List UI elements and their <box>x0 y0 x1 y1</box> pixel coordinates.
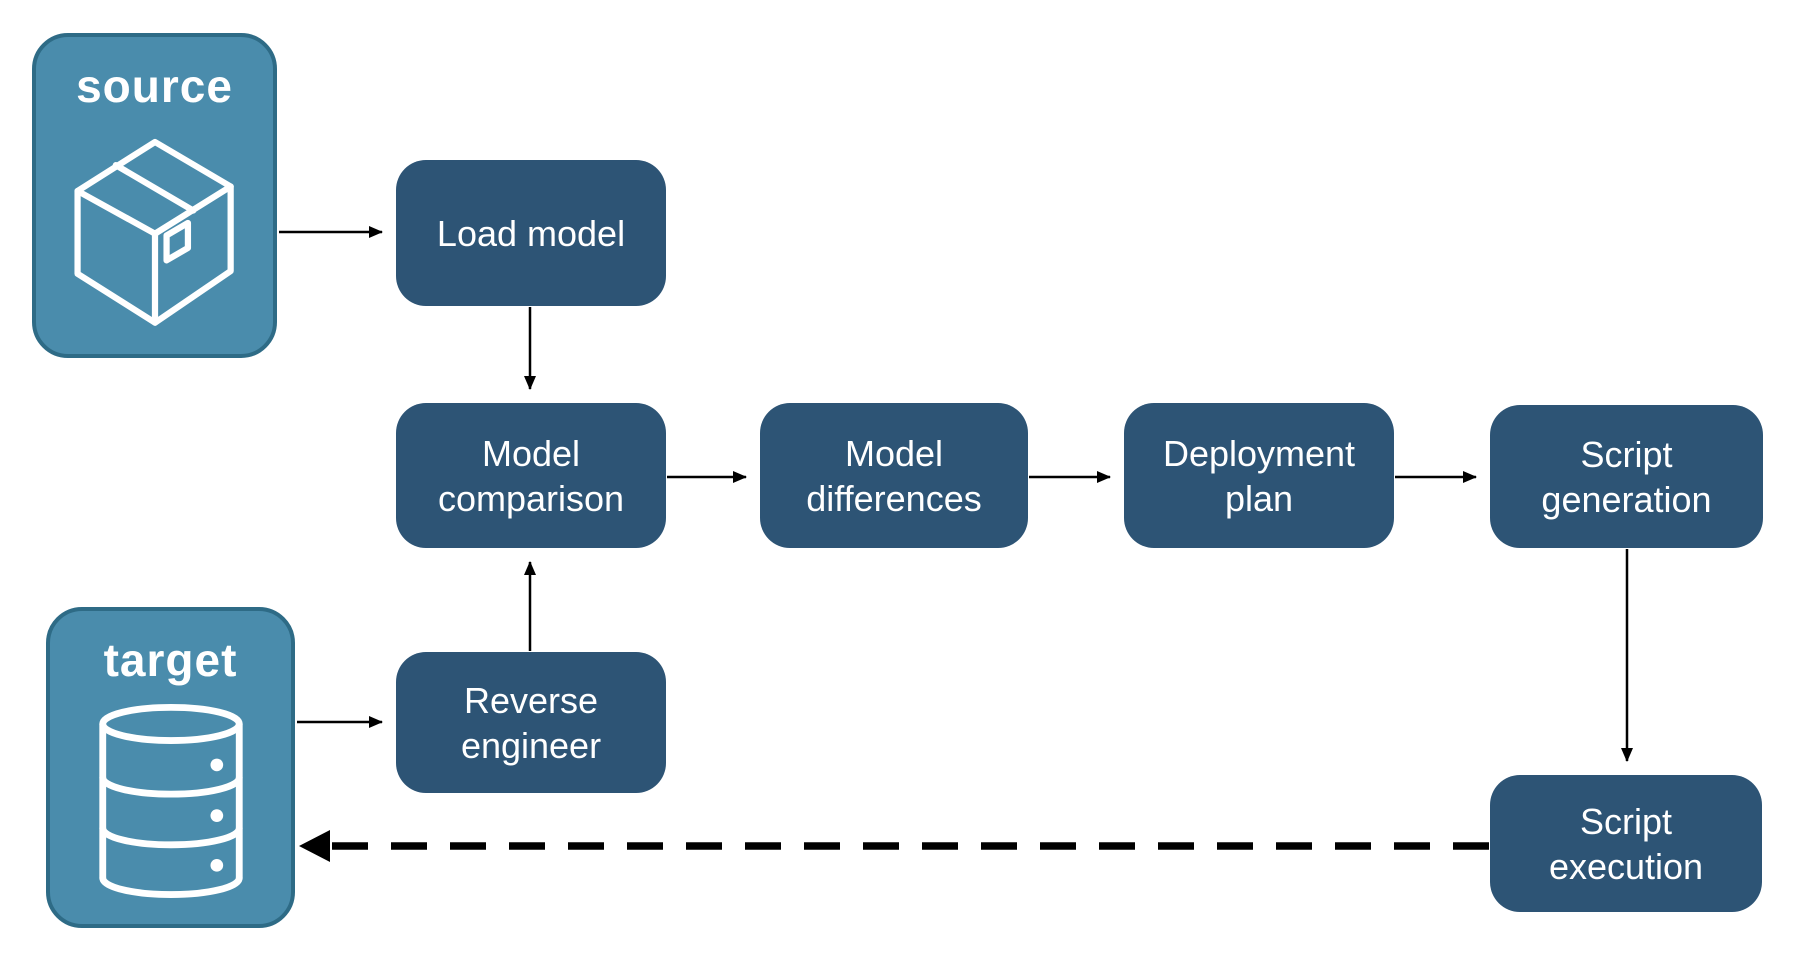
source-label: source <box>76 60 233 112</box>
script-execution-label: Script execution <box>1548 800 1704 887</box>
package-icon <box>73 138 234 326</box>
node-deployment-plan: Deployment plan <box>1124 403 1394 548</box>
reverse-engineer-label: Reverse engineer <box>460 679 602 766</box>
deployment-plan-label: Deployment plan <box>1162 432 1356 519</box>
model-comparison-label: Model comparison <box>437 432 625 519</box>
dashed-arrowhead <box>299 830 330 862</box>
node-model-comparison: Model comparison <box>396 403 666 548</box>
node-reverse-engineer: Reverse engineer <box>396 652 666 793</box>
node-script-execution: Script execution <box>1490 775 1762 912</box>
script-generation-label: Script generation <box>1541 433 1712 520</box>
model-differences-label: Model differences <box>806 432 982 519</box>
target-label: target <box>103 634 238 686</box>
node-model-differences: Model differences <box>760 403 1028 548</box>
database-icon <box>98 703 243 898</box>
node-script-generation: Script generation <box>1490 405 1763 548</box>
node-target: target <box>46 607 295 928</box>
arrow-script-execution-to-target <box>299 830 1489 862</box>
load-model-label: Load model <box>436 212 626 254</box>
node-source: source <box>32 33 277 358</box>
node-load-model: Load model <box>396 160 666 306</box>
